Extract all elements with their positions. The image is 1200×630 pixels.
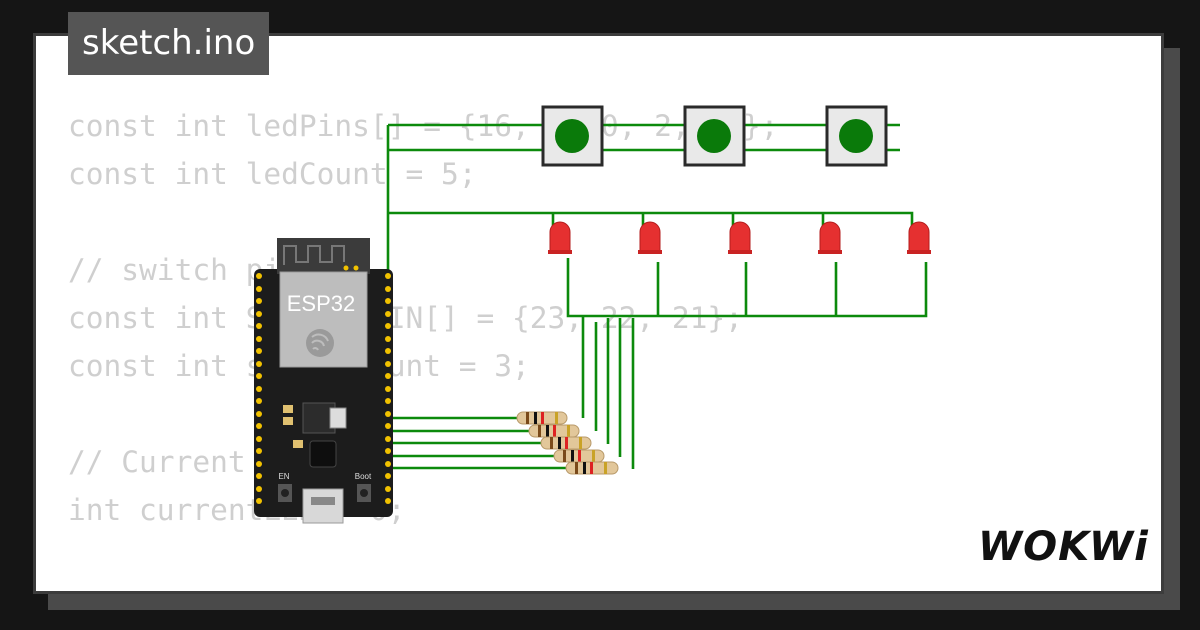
push-button[interactable] (683, 105, 746, 167)
wokwi-logo: WOKWi (978, 524, 1149, 570)
resistor[interactable] (516, 411, 568, 425)
resistor[interactable] (553, 449, 605, 463)
chip-label: ESP32 (287, 291, 356, 316)
code-line: // Define pushbutton (68, 582, 778, 591)
red-led[interactable] (907, 221, 931, 254)
esp32-board[interactable]: ESP32 Boot EN (254, 238, 393, 524)
en-label: EN (278, 472, 289, 481)
code-line: const int ledCount = 5; (68, 157, 477, 191)
red-led[interactable] (548, 221, 572, 254)
resistor[interactable] (528, 424, 580, 438)
resistor[interactable] (540, 436, 592, 450)
push-button[interactable] (541, 105, 604, 167)
red-led[interactable] (638, 221, 662, 254)
resistor[interactable] (565, 461, 619, 475)
file-tab[interactable]: sketch.ino (68, 12, 270, 75)
wires (386, 123, 928, 470)
boot-label: Boot (355, 472, 372, 481)
red-led[interactable] (728, 221, 752, 254)
push-button[interactable] (825, 105, 888, 167)
red-led[interactable] (818, 221, 842, 254)
